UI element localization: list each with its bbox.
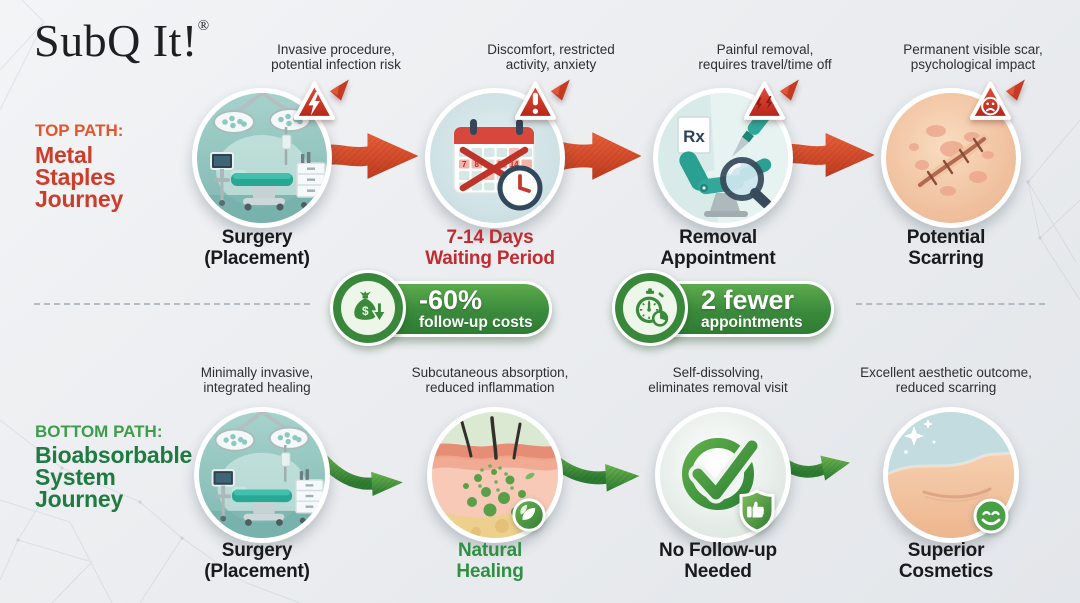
dollar-glyph: $: [362, 304, 369, 318]
red-arrow-icon: [544, 128, 644, 184]
scar: [915, 134, 989, 190]
registered-mark: ®: [197, 18, 210, 34]
step-label: Surgery (Placement): [204, 227, 310, 269]
calendar-day: 7: [462, 160, 467, 169]
step-label: Surgery (Placement): [204, 540, 310, 582]
brand-logo: SubQ It!®: [34, 18, 209, 64]
brand-name: SubQ It!: [34, 15, 198, 66]
stopwatch-icon: [635, 288, 669, 327]
green-checkmark-illustration: [660, 412, 786, 538]
money-bag-down-arrow-icon: $: [354, 291, 388, 324]
step-annotation: Invasive procedure, potential infection …: [271, 42, 401, 72]
step-label: Superior Cosmetics: [898, 540, 994, 582]
dashed-divider-left: [34, 303, 310, 305]
top-path-title: Metal Staples Journey: [35, 142, 124, 212]
step-annotation: Painful removal, requires travel/time of…: [698, 42, 832, 72]
calendar-day: 14: [510, 160, 519, 169]
step-label: Natural Healing: [456, 540, 524, 582]
clock-icon: [497, 165, 543, 211]
benefit-badge-costs: -60% follow-up costs $: [330, 270, 552, 348]
step-annotation: Self-dissolving, eliminates removal visi…: [648, 365, 788, 395]
sparkle-icon: [904, 419, 936, 454]
smiley-face-icon: [972, 497, 1010, 535]
badge-icon-circle: $: [330, 270, 406, 346]
thumbs-up-shield-icon: [734, 489, 780, 533]
green-arrow-icon: [318, 444, 406, 504]
step-annotation: Minimally invasive, integrated healing: [200, 365, 314, 395]
step-circle-surgery-top: [192, 88, 332, 228]
red-arrow-icon: [320, 127, 422, 185]
step-annotation: Subcutaneous absorption, reduced inflamm…: [411, 365, 569, 395]
operating-room-illustration: [197, 93, 327, 223]
rx-label: Rx: [683, 127, 705, 146]
step-label: Removal Appointment: [660, 227, 776, 269]
badge-value: -60%: [419, 284, 483, 315]
badge-caption: follow-up costs: [419, 314, 533, 332]
step-label: No Follow-up Needed: [659, 540, 777, 582]
step-annotation: Discomfort, restricted activity, anxiety: [487, 42, 615, 72]
pain-warning-icon: [744, 77, 802, 129]
step-circle-scarring: [881, 88, 1021, 228]
exclamation-warning-icon: [515, 77, 573, 129]
step-circle-natural-healing: [427, 407, 563, 543]
bottom-path-title: Bioabsorbable System Journey: [35, 442, 193, 512]
top-path-heading: TOP PATH:: [35, 121, 124, 140]
leaf-icon: [511, 497, 547, 533]
sad-face-warning-icon: [970, 77, 1028, 129]
crossed-calendar-clock-illustration: 7 8 13 14: [430, 93, 560, 223]
badge-caption: appointments: [701, 314, 803, 332]
operating-room-illustration: [199, 412, 325, 538]
dashed-divider-right: [856, 303, 1045, 305]
rx-paper: Rx: [677, 116, 711, 154]
calendar-day: 8: [474, 160, 479, 169]
benefit-badge-appointments: 2 fewer appointments: [612, 270, 834, 348]
step-annotation: Excellent aesthetic outcome, reduced sca…: [860, 365, 1032, 395]
step-label: 7-14 Days Waiting Period: [425, 227, 555, 269]
bottom-path-heading: BOTTOM PATH:: [35, 422, 163, 441]
step-annotation: Permanent visible scar, psychological im…: [903, 42, 1043, 72]
badge-icon-circle: [612, 270, 688, 346]
badge-value: 2 fewer: [701, 284, 795, 315]
red-arrow-icon: [779, 127, 879, 183]
step-circle-surgery-bottom: [194, 407, 330, 543]
electric-hazard-warning-icon: [294, 77, 352, 129]
step-label: Potential Scarring: [906, 227, 986, 269]
